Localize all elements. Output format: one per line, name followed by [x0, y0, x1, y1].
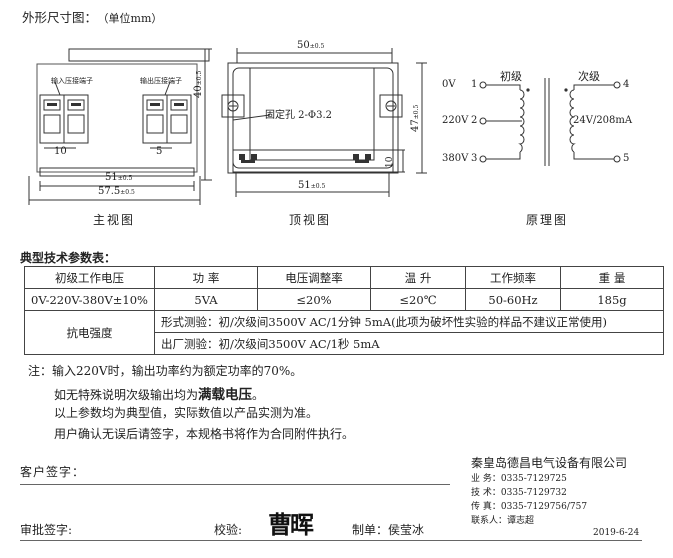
approve-sign-label: 审批签字: [20, 523, 73, 537]
value-temp-rise: ≤20℃ [370, 288, 466, 311]
voltage-380v: 380V [442, 153, 469, 164]
header-frequency: 工作频率 [465, 266, 561, 289]
table-row: 0V-220V-380V±10% 5VA ≤20% ≤20℃ 50-60Hz 1… [24, 288, 664, 311]
note-3: 以上参数均为典型值，实际数值以产品实测为准。 [54, 406, 319, 420]
note-2: 如无特殊说明次级输出均为满载电压。 [54, 387, 265, 403]
tech-phone: 技 术：0335-7129732 [471, 488, 567, 498]
value-voltage: 0V-220V-380V±10% [24, 288, 155, 311]
front-dim-5: 5 [156, 146, 163, 157]
front-dim-57: 57.5±0.5 [98, 186, 135, 197]
header-temp-rise: 温 升 [370, 266, 466, 289]
type-test-text: 形式测验：初/次级间3500V AC/1分钟 5mA(此项为破坏性实验的样品不建… [154, 310, 664, 333]
params-title: 典型技术参数表： [20, 251, 117, 265]
strength-label: 抗电强度 [24, 310, 155, 355]
primary-label: 初级 [500, 70, 522, 83]
table-row: 出厂测验：初/次级间3500V AC/1秒 5mA [25, 332, 664, 355]
note-1: 注：输入220V时，输出功率约为额定功率的70%。 [28, 364, 303, 378]
pin-4: 4 [623, 79, 630, 90]
secondary-output: 24V/208mA [573, 115, 633, 126]
business-phone: 业 务：0335-7129725 [471, 474, 567, 484]
front-view-drawing [28, 48, 212, 205]
drawing-title: 外形尺寸图：（单位mm） [22, 10, 163, 25]
pin-3: 3 [471, 153, 478, 164]
value-weight: 185g [560, 288, 664, 311]
voltage-0v: 0V [442, 79, 456, 90]
header-voltage: 初级工作电压 [24, 266, 155, 289]
customer-sign-label: 客户签字： [20, 465, 86, 479]
document-date: 2019-6-24 [593, 528, 640, 538]
signature: 曹晖 [268, 511, 314, 539]
value-frequency: 50-60Hz [465, 288, 561, 311]
voltage-220v: 220V [442, 115, 469, 126]
note-2-emphasis: 满载电压 [198, 387, 253, 403]
check-sign-label: 校验: [214, 523, 243, 537]
pin-2: 2 [471, 115, 478, 126]
factory-test-text: 出厂测验：初/次级间3500V AC/1秒 5mA [154, 332, 664, 355]
value-regulation: ≤20% [257, 288, 371, 311]
mounting-hole-note: 固定孔 2-Φ3.2 [265, 110, 333, 121]
approval-sign-line [20, 540, 642, 541]
contact-person: 联系人：谭志超 [471, 516, 535, 526]
top-view-drawing [221, 48, 427, 197]
fax-number: 传 真：0335-7129756/757 [471, 502, 588, 512]
front-view-caption: 主视图 [93, 213, 136, 227]
pin-1: 1 [471, 79, 478, 90]
top-view-caption: 顶视图 [289, 213, 332, 227]
schematic-caption: 原理图 [526, 213, 569, 227]
header-weight: 重 量 [560, 266, 664, 289]
top-dim-51: 51±0.5 [298, 180, 326, 191]
customer-sign-line [20, 484, 450, 485]
input-terminal-label: 输入压接端子 [51, 77, 93, 85]
header-regulation: 电压调整率 [257, 266, 371, 289]
params-table: 初级工作电压 功 率 电压调整率 温 升 工作频率 重 量 0V-220V-38… [24, 266, 664, 355]
company-name: 秦皇岛德昌电气设备有限公司 [471, 456, 628, 470]
pin-5: 5 [623, 153, 630, 164]
table-header-row: 初级工作电压 功 率 电压调整率 温 升 工作频率 重 量 [24, 266, 664, 289]
front-dim-51: 51±0.5 [105, 172, 133, 183]
output-terminal-label: 输出压接端子 [140, 77, 182, 85]
make-sign-label: 制单：侯莹冰 [352, 523, 425, 537]
top-dim-50: 50±0.5 [297, 40, 325, 51]
value-power: 5VA [154, 288, 258, 311]
note-4: 用户确认无误后请签字，本规格书将作为合同附件执行。 [54, 427, 355, 441]
front-dim-10: 10 [54, 146, 67, 157]
secondary-label: 次级 [578, 70, 600, 83]
header-power: 功 率 [154, 266, 258, 289]
table-row: 抗电强度 形式测验：初/次级间3500V AC/1分钟 5mA(此项为破坏性实验… [24, 310, 664, 355]
schematic-drawing [479, 78, 621, 166]
